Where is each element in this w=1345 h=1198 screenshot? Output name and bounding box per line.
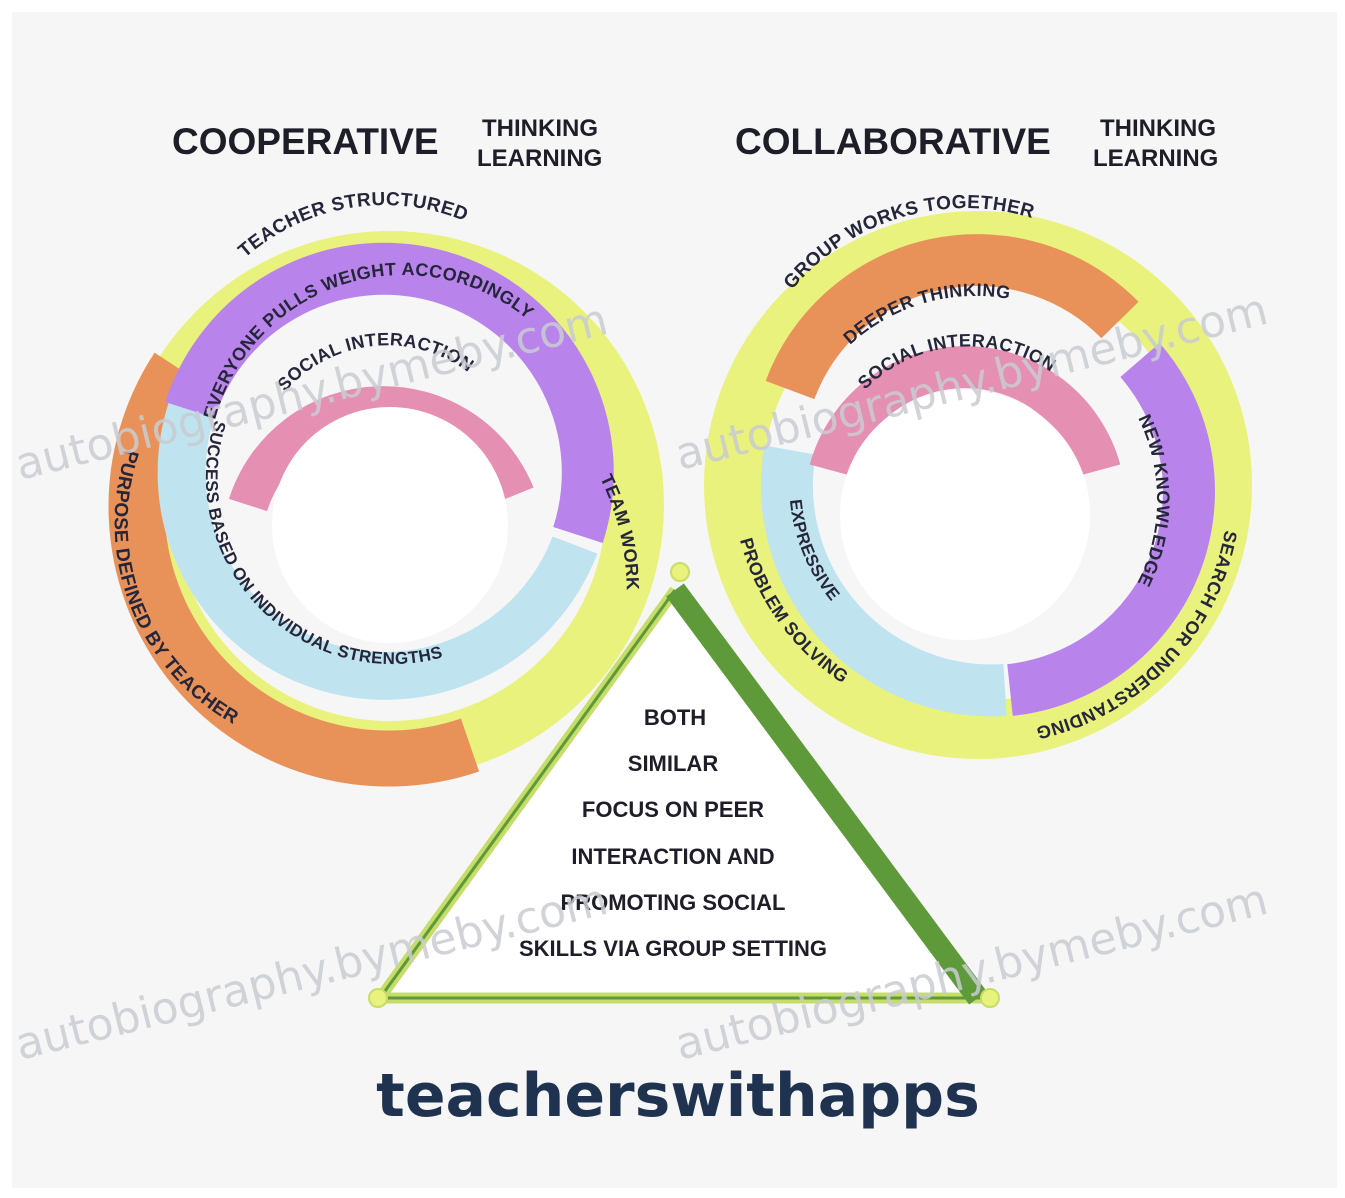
cooperative-rings bbox=[108, 231, 664, 787]
collaborative-title: COLLABORATIVE bbox=[735, 121, 1051, 162]
coop-center bbox=[272, 407, 508, 643]
triangle-line-4: INTERACTION AND bbox=[571, 844, 774, 869]
triangle-text: BOTH SIMILAR FOCUS ON PEER INTERACTION A… bbox=[519, 705, 827, 961]
triangle-right-dot bbox=[980, 988, 1000, 1008]
collaborative-rings bbox=[704, 211, 1252, 759]
collab-ring-blue bbox=[760, 445, 1007, 717]
cooperative-title: COOPERATIVE bbox=[172, 121, 439, 162]
brand-logo-text: teacherswithapps bbox=[376, 1061, 980, 1131]
triangle-line-6: SKILLS VIA GROUP SETTING bbox=[519, 936, 827, 961]
coop-ring-blue bbox=[157, 391, 598, 700]
triangle-line-2: SIMILAR bbox=[628, 751, 719, 776]
collab-ring-purple bbox=[1006, 342, 1215, 716]
cooperative-subtitle-learning: LEARNING bbox=[477, 145, 602, 172]
triangle-right-edge bbox=[666, 583, 987, 1005]
similarity-triangle bbox=[368, 562, 1000, 1008]
collab-ring-orange bbox=[765, 234, 1139, 400]
triangle-line-5: PROMOTING SOCIAL bbox=[561, 890, 786, 915]
coop-ring-orange bbox=[108, 352, 480, 787]
coop-ring-pink bbox=[228, 386, 534, 512]
collaborative-subtitle-learning: LEARNING bbox=[1093, 145, 1218, 172]
diagram-frame: TEACHER STRUCTURED EVERYONE PULLS WEIGHT… bbox=[12, 12, 1337, 1188]
collab-ring-pink bbox=[809, 346, 1121, 476]
triangle-top-dot bbox=[670, 562, 690, 582]
triangle-left-edge-inner bbox=[378, 589, 677, 999]
cooperative-subtitle-thinking: THINKING bbox=[482, 115, 598, 142]
triangle-line-1: BOTH bbox=[644, 705, 706, 730]
triangle-left-dot bbox=[368, 988, 388, 1008]
comparison-diagram: TEACHER STRUCTURED EVERYONE PULLS WEIGHT… bbox=[12, 115, 1273, 1131]
coop-ring-purple bbox=[165, 242, 614, 543]
triangle-fill bbox=[380, 590, 978, 998]
triangle-line-3: FOCUS ON PEER bbox=[582, 797, 764, 822]
collab-center bbox=[840, 390, 1090, 640]
collaborative-subtitle-thinking: THINKING bbox=[1100, 115, 1216, 142]
